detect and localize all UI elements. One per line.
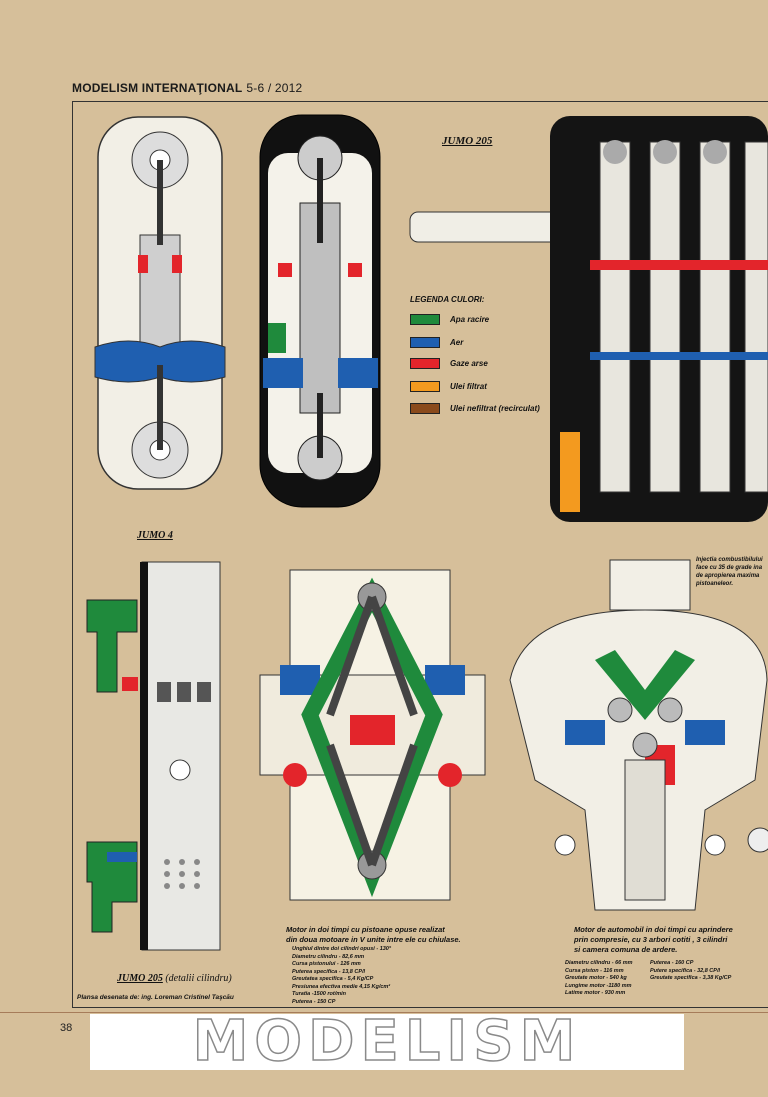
right-engine-specs-left: Diametru cilindru - 66 mm Cursa piston -… xyxy=(565,960,633,996)
right-engine-specs-right: Puterea - 160 CP Putere specifica - 32,8… xyxy=(650,960,732,981)
drawing-frame xyxy=(72,101,768,1008)
injection-note: Injectia combustibilului face cu 35 de g… xyxy=(696,557,763,587)
three-crankshaft-engine xyxy=(509,559,768,911)
right-engine-description: Motor de automobil in doi timpi cu aprin… xyxy=(574,925,733,954)
page-number: 38 xyxy=(60,1022,73,1034)
jumo4-cross-section xyxy=(94,116,226,490)
legend-item-filtered-oil: Ulei filtrat xyxy=(410,380,487,392)
legend-title: LEGENDA CULORI: xyxy=(410,295,485,304)
jumo205-detail-label: JUMO 205 (detalii cilindru) xyxy=(117,973,232,984)
legend-item-exhaust: Gaze arse xyxy=(410,357,488,369)
center-engine-specs: Unghiul dintre doi cilindri opusi - 130°… xyxy=(292,946,392,1005)
magazine-title: MODELISM INTERNAŢIONAL xyxy=(72,81,243,95)
legend-item-cooling-water: Apa racire xyxy=(410,313,489,325)
jumo205-longitudinal-section xyxy=(409,116,768,522)
jumo4-label: JUMO 4 xyxy=(137,530,173,541)
footer-rule xyxy=(0,1012,768,1013)
jumo205-cross-section xyxy=(259,114,381,508)
legend-swatch xyxy=(410,380,440,392)
legend-swatch xyxy=(410,402,440,414)
modelism-logo: MODELISM xyxy=(90,1009,684,1074)
modelism-logo-text: MODELISM xyxy=(192,1009,582,1074)
author-credit: Plansa desenata de: ing. Loreman Cristin… xyxy=(77,994,234,1001)
center-engine-description: Motor in doi timpi cu pistoane opuse rea… xyxy=(286,925,461,944)
jumo205-label: JUMO 205 xyxy=(442,135,493,147)
legend-item-recirculated-oil: Ulei nefiltrat (recirculat) xyxy=(410,402,540,414)
issue-number: 5-6 / 2012 xyxy=(246,81,303,95)
legend-swatch xyxy=(410,313,440,325)
legend-swatch xyxy=(410,357,440,369)
legend-item-air: Aer xyxy=(410,336,463,348)
opposed-piston-v-engine xyxy=(259,569,486,901)
legend-swatch xyxy=(410,336,440,348)
jumo205-cylinder-detail xyxy=(86,561,221,951)
